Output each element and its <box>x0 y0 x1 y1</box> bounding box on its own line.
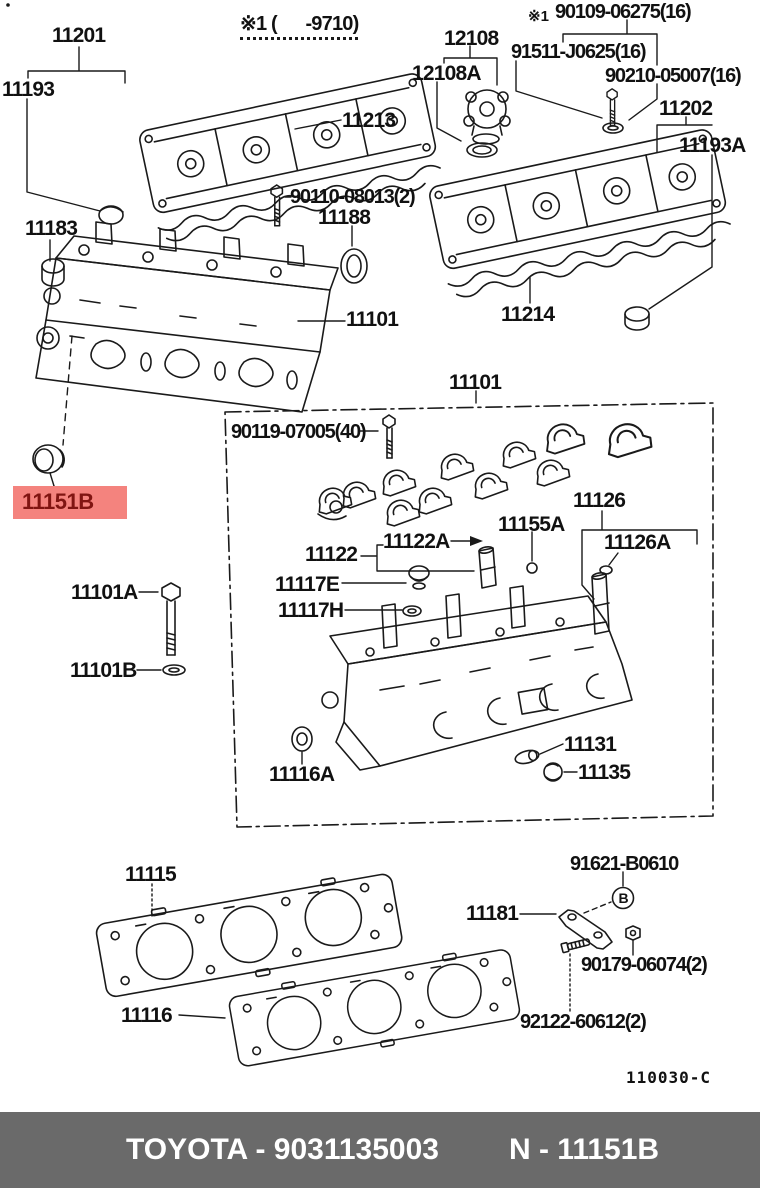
leader-lines <box>26 19 713 1019</box>
head-gasket-11116-drawing <box>226 943 523 1073</box>
footer-part-ref: N - 11151B <box>508 1133 660 1166</box>
plug-11117e-drawing <box>408 565 430 590</box>
part-label-11126a: 11126A <box>604 531 671 554</box>
part-label-11131: 11131 <box>564 733 617 756</box>
part-label-11193: 11193 <box>2 78 55 101</box>
connector-b-label: B <box>618 890 629 906</box>
seal-11188-drawing <box>340 248 368 284</box>
part-label-91511-j0625: 91511-J0625(16) <box>511 41 647 63</box>
highlight-box-11151b <box>13 486 127 519</box>
cylinder-head-11101-drawing <box>35 221 339 413</box>
part-label-12108a: 12108A <box>412 62 482 85</box>
grommet-11193a-drawing <box>624 306 650 331</box>
part-label-92122-60612: 92122-60612(2) <box>520 1011 647 1033</box>
cover-bolt-drawing <box>602 88 624 134</box>
diagram-line-art <box>6 3 735 1073</box>
part-label-11117e: 11117E <box>275 573 340 596</box>
part-label-11122a: 11122A <box>383 530 450 553</box>
pin-11155a-drawing <box>526 562 538 574</box>
part-label-11116: 11116 <box>121 1004 173 1027</box>
cup-plug-11193-drawing <box>98 205 124 225</box>
part-label-11213: 11213 <box>342 109 396 132</box>
part-label-91621-b0610: 91621-B0610 <box>570 853 679 875</box>
part-label-11117h: 11117H <box>278 599 344 622</box>
part-label-12108: 12108 <box>444 27 499 50</box>
part-label-11126: 11126 <box>573 489 626 512</box>
part-label-11115: 11115 <box>125 863 177 886</box>
part-label-11202: 11202 <box>659 97 713 120</box>
part-label-90210-05007: 90210-05007(16) <box>605 65 742 87</box>
part-label-11201: 11201 <box>52 24 106 47</box>
valve-guide-11122-drawing <box>478 546 497 589</box>
note-mark-1: ※1 <box>528 8 549 25</box>
part-label-11101-box: 11101 <box>449 371 502 394</box>
valve-cover-11201-drawing <box>137 71 445 245</box>
part-label-11155a: 11155A <box>498 513 565 536</box>
stud-92122-drawing <box>560 938 591 954</box>
plug-11135-drawing <box>543 762 563 782</box>
part-label-11101a: 11101A <box>71 581 138 604</box>
plug-11131-drawing <box>514 749 540 765</box>
part-label-11183: 11183 <box>25 217 78 240</box>
part-label-11101-head: 11101 <box>346 308 399 331</box>
part-label-11151b-highlighted: 11151B <box>22 489 94 514</box>
head-bolt-11101a-drawing <box>161 582 181 656</box>
part-label-11135: 11135 <box>578 761 631 784</box>
washer-11101b-drawing <box>162 664 186 676</box>
part-label-90119-07005: 90119-07005(40) <box>231 421 367 443</box>
footer-part-number: TOYOTA - 9031135003 <box>126 1133 439 1166</box>
connector-b-circle <box>611 886 635 910</box>
oil-filler-cap-drawing <box>463 89 511 158</box>
part-label-90179-06074: 90179-06074(2) <box>581 954 708 976</box>
oil-seal-11151b-drawing <box>32 444 65 474</box>
part-label-11188: 11188 <box>318 206 371 229</box>
detail-box-11101 <box>224 402 714 828</box>
bolt-90119-drawing <box>382 414 396 459</box>
diagram-code: 110030-C <box>626 1068 712 1087</box>
washer-11117h-drawing <box>402 605 422 617</box>
part-label-90109-06275: 90109-06275(16) <box>555 1 692 23</box>
head-gasket-11115-drawing <box>93 867 405 1004</box>
bracket-11181-drawing <box>558 909 613 950</box>
part-label-11214: 11214 <box>501 303 555 326</box>
scan-dot <box>6 3 10 7</box>
nut-90179-drawing <box>625 925 641 941</box>
part-label-11101b: 11101B <box>70 659 137 682</box>
part-label-11116a: 11116A <box>269 763 335 786</box>
part-label-90110-08013: 90110-08013(2) <box>290 186 416 208</box>
part-label-11122: 11122 <box>305 543 358 566</box>
part-label-11193a: 11193A <box>679 134 746 157</box>
cylinder-head-in-box-drawing <box>291 585 633 771</box>
footer-banner: TOYOTA - 9031135003 N - 11151B <box>0 1112 760 1188</box>
header-note: ※1 ( -9710) <box>240 14 359 40</box>
part-label-11181: 11181 <box>466 902 519 925</box>
bearing-caps-drawing <box>312 417 655 529</box>
